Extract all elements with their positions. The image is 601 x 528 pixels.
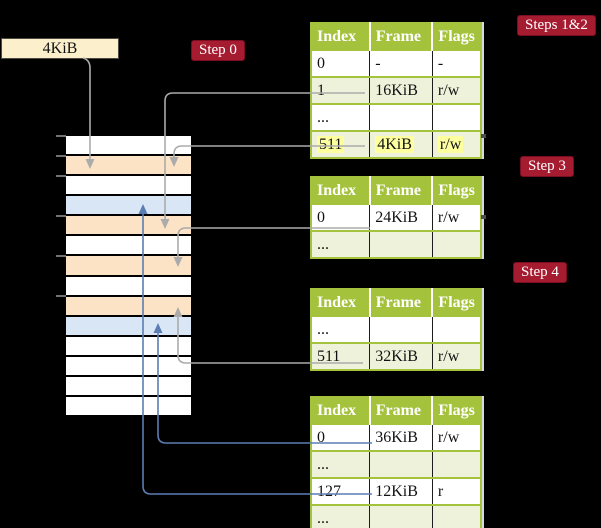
table-row: 0 - - [311, 49, 481, 77]
cell-index: ... [311, 103, 370, 131]
memory-row-orange [66, 156, 191, 177]
page-table-steps-1-2: Index Frame Flags 0 - - 1 16KiB r/w ... … [310, 22, 482, 159]
cell-flags: r/w [431, 203, 481, 231]
cell-index: ... [311, 504, 370, 528]
cell-index: ... [311, 450, 370, 478]
memory-row-blue [66, 196, 191, 217]
steps-1-2-badge: Steps 1&2 [517, 15, 596, 36]
free-frame-box: 4KiB [1, 38, 119, 59]
col-header-index: Index [311, 289, 370, 316]
memory-row-orange [66, 296, 191, 317]
cell-index: 127 [311, 477, 370, 505]
cell-frame [369, 315, 433, 343]
table-row: 127 12KiB r [311, 477, 481, 505]
table-row-highlighted: 511 4KiB r/w [311, 130, 481, 158]
cell-flags [431, 230, 481, 258]
col-header-index: Index [311, 177, 370, 204]
cell-flags: r/w [431, 76, 481, 104]
table-row: ... [311, 315, 481, 343]
table-row: 0 24KiB r/w [311, 203, 481, 231]
table-row: 0 36KiB r/w [311, 423, 481, 451]
step-3-badge: Step 3 [520, 156, 574, 177]
col-header-flags: Flags [431, 23, 481, 50]
cell-flags: r/w [431, 130, 481, 158]
cell-flags: - [431, 49, 481, 77]
cell-frame: 16KiB [369, 76, 433, 104]
cell-flags: r/w [431, 423, 481, 451]
highlighted-value: r/w [437, 135, 464, 153]
cell-frame: 36KiB [369, 423, 433, 451]
address-ticks [56, 135, 66, 297]
cell-frame: - [369, 49, 433, 77]
table-row: ... [311, 504, 481, 528]
col-header-frame: Frame [368, 23, 433, 50]
cell-index: 1 [311, 76, 370, 104]
free-frame-label: 4KiB [42, 40, 78, 57]
page-table-step-3: Index Frame Flags 0 24KiB r/w ... [310, 176, 482, 259]
col-header-index: Index [311, 397, 370, 424]
memory-row-white [66, 176, 191, 197]
cell-frame: 24KiB [369, 203, 433, 231]
cell-frame [369, 103, 433, 131]
highlighted-value: 4KiB [375, 135, 414, 153]
col-header-frame: Frame [368, 177, 433, 204]
table-row: 1 16KiB r/w [311, 76, 481, 104]
memory-row-white [66, 376, 191, 398]
cell-frame: 12KiB [369, 477, 433, 505]
cell-flags [431, 103, 481, 131]
cell-flags [431, 450, 481, 478]
table-row: ... [311, 103, 481, 131]
page-table-step-4: Index Frame Flags ... 511 32KiB r/w [310, 288, 482, 371]
memory-row-white [66, 136, 191, 157]
col-header-index: Index [311, 23, 370, 50]
col-header-flags: Flags [431, 397, 481, 424]
table-header-row: Index Frame Flags [311, 177, 481, 204]
cell-index: 511 [311, 342, 370, 370]
table-row: 511 32KiB r/w [311, 342, 481, 370]
memory-row-orange [66, 216, 191, 237]
cell-index: ... [311, 315, 370, 343]
memory-row-white [66, 397, 191, 416]
cell-frame: 32KiB [369, 342, 433, 370]
col-header-flags: Flags [431, 177, 481, 204]
col-header-flags: Flags [431, 289, 481, 316]
cell-index: 0 [311, 423, 370, 451]
memory-row-white [66, 236, 191, 257]
cell-flags [431, 504, 481, 528]
col-header-frame: Frame [368, 397, 433, 424]
table-header-row: Index Frame Flags [311, 289, 481, 316]
page-table-bottom: Index Frame Flags 0 36KiB r/w ... 127 12… [310, 396, 482, 528]
cell-frame: 4KiB [369, 130, 433, 158]
step-0-badge: Step 0 [191, 40, 245, 61]
cell-flags: r/w [431, 342, 481, 370]
memory-row-white [66, 336, 191, 357]
table-row: ... [311, 450, 481, 478]
cell-index: 0 [311, 203, 370, 231]
cell-flags [431, 315, 481, 343]
table-header-row: Index Frame Flags [311, 397, 481, 424]
cell-index: 511 [311, 130, 370, 158]
table-row: ... [311, 230, 481, 258]
cell-frame [369, 504, 433, 528]
cell-frame [369, 230, 433, 258]
cell-index: 0 [311, 49, 370, 77]
memory-row-orange [66, 256, 191, 277]
memory-strip [66, 136, 191, 416]
cell-frame [369, 450, 433, 478]
step-4-badge: Step 4 [513, 262, 567, 283]
memory-row-white [66, 276, 191, 297]
table-header-row: Index Frame Flags [311, 23, 481, 50]
memory-row-blue [66, 316, 191, 337]
col-header-frame: Frame [368, 289, 433, 316]
cell-index: ... [311, 230, 370, 258]
cell-flags: r [431, 477, 481, 505]
highlighted-value: 511 [317, 135, 345, 153]
memory-row-white [66, 356, 191, 377]
